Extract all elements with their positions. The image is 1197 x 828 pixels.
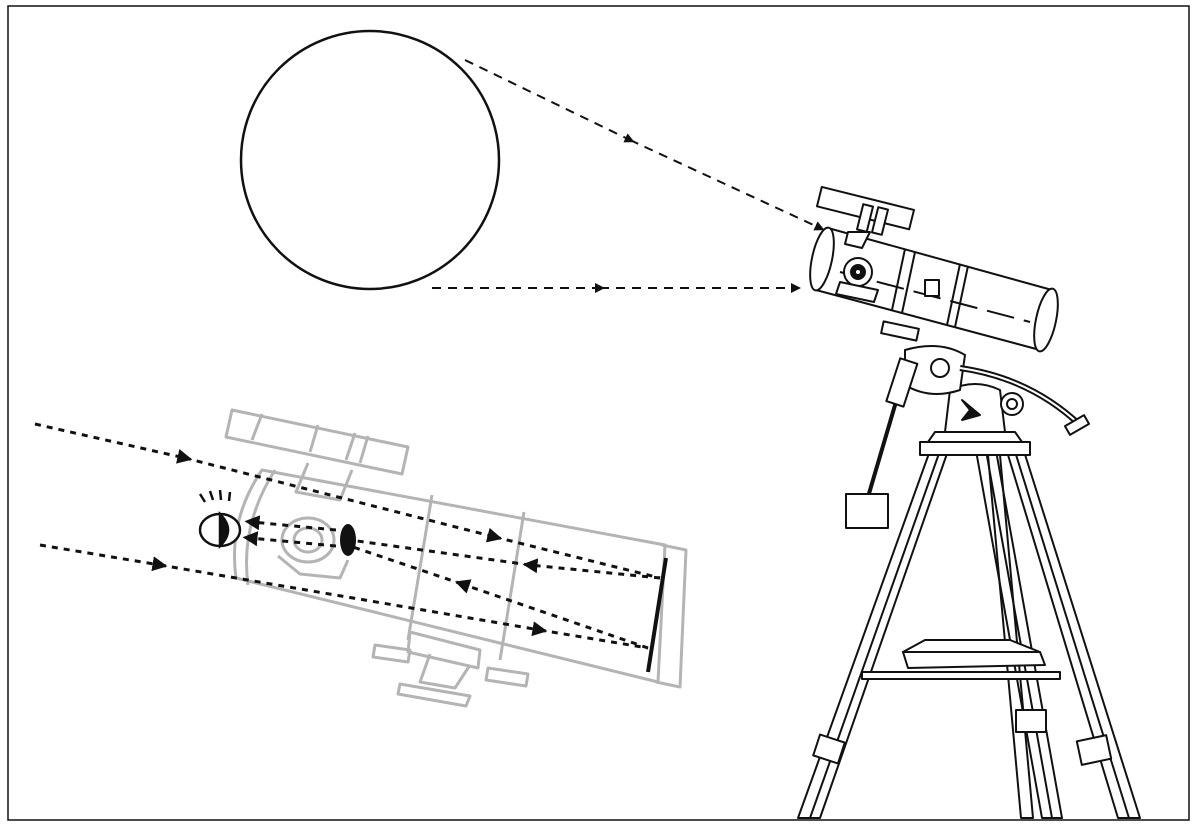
light-ray-arrows [34,422,661,650]
target-circle [239,29,501,291]
tripod-head [919,441,1031,456]
eye-icon [198,489,242,550]
counterweight [845,357,919,529]
equatorial-mount [904,345,1091,436]
telescope-tube [809,226,1059,353]
incoming-rays [432,59,825,293]
ghost-tube-body [232,468,667,684]
finder-scope [815,185,915,249]
telescope-on-tripod [797,185,1141,819]
ray-upper-2 [623,133,825,231]
secondary-mirror [340,524,356,556]
diagram-frame [7,5,1190,821]
ghost-finder [224,408,410,476]
accessory-tray [902,651,1046,669]
ray-upper-1 [464,59,631,141]
cutaway-reflector-tube [224,408,688,708]
primary-mirror [646,557,668,673]
focuser [835,257,879,303]
